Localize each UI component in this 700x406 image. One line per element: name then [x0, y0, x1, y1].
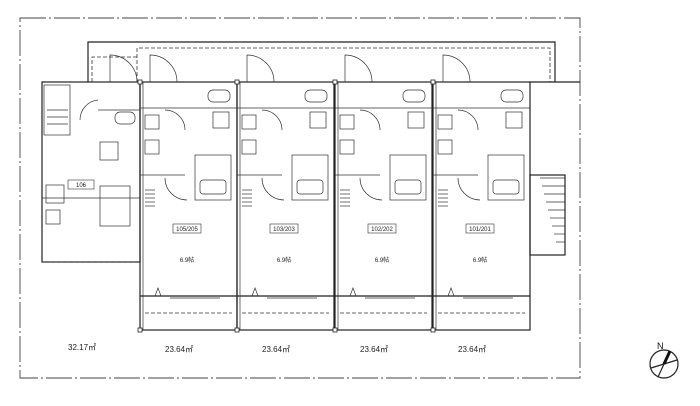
- unit-area: 32.17㎡: [68, 343, 96, 352]
- toilet-icon: [304, 89, 328, 103]
- stairs: [43, 84, 71, 136]
- sink-icon: [407, 111, 425, 129]
- eaves-line-left: [91, 56, 137, 82]
- aircon-icon: [251, 287, 259, 297]
- column: [430, 79, 436, 85]
- entry-door[interactable]: [344, 54, 373, 83]
- washer-icon: [45, 209, 61, 225]
- washbasin-icon: [45, 184, 65, 204]
- site-boundary: [19, 17, 581, 379]
- column: [137, 79, 143, 85]
- column: [234, 79, 240, 85]
- room-number: 105/205: [176, 227, 198, 233]
- washbasin-icon: [144, 139, 160, 155]
- washer-icon: [241, 114, 257, 130]
- toilet-icon: [207, 89, 231, 103]
- bathtub-basin: [296, 179, 324, 195]
- column: [137, 327, 143, 333]
- unit-105-205: 105/205 6.9帖 23.64㎡: [137, 54, 238, 354]
- end-unit-106: 106 32.17㎡: [41, 54, 141, 352]
- toilet-icon: [402, 89, 426, 103]
- room-label-box: [465, 223, 495, 234]
- aircon-icon: [349, 287, 357, 297]
- washbasin-icon: [339, 139, 355, 155]
- sink-icon: [212, 111, 230, 129]
- washer-icon: [339, 114, 355, 130]
- column: [332, 79, 338, 85]
- upper-outline: [87, 41, 556, 82]
- room-size: 6.9帖: [180, 256, 194, 264]
- north-arrow-icon: N: [649, 341, 679, 379]
- exterior-stairs: [529, 174, 566, 256]
- door-swing: [457, 109, 479, 131]
- room-number: 106: [76, 183, 87, 189]
- bathtub-basin: [394, 179, 422, 195]
- compass-north-label: N: [657, 341, 664, 351]
- door-swing: [164, 177, 188, 201]
- washer-icon: [437, 114, 453, 130]
- entry-door[interactable]: [109, 54, 138, 83]
- column: [234, 327, 240, 333]
- room-size: 6.9帖: [375, 256, 389, 264]
- room-label-box: [367, 223, 397, 234]
- door-swing: [261, 109, 283, 131]
- room-number: 101/201: [469, 227, 491, 233]
- bathtub-icon: [291, 154, 329, 201]
- door-swing: [79, 99, 99, 121]
- bathtub-icon: [194, 154, 232, 201]
- eaves-line: [136, 47, 551, 82]
- toilet-icon: [114, 111, 136, 125]
- door-swing: [457, 177, 481, 201]
- aircon-icon: [447, 287, 455, 297]
- bathtub-basin: [492, 179, 520, 195]
- washer-icon: [144, 114, 160, 130]
- aircon-icon: [154, 287, 162, 297]
- unit-103-203: 103/203 6.9帖 23.64㎡: [234, 54, 335, 354]
- toilet-icon: [500, 89, 524, 103]
- entry-door[interactable]: [149, 54, 178, 83]
- bathtub-icon: [487, 154, 525, 201]
- room-label-box: [67, 179, 95, 190]
- washbasin-icon: [437, 139, 453, 155]
- washbasin-icon: [241, 139, 257, 155]
- unit-area: 23.64㎡: [262, 345, 290, 354]
- room-number: 103/203: [273, 227, 295, 233]
- bathtub-basin: [199, 179, 227, 195]
- unit-outline: [334, 81, 433, 331]
- door-swing: [359, 109, 381, 131]
- unit-area: 23.64㎡: [360, 345, 388, 354]
- room-label-box: [172, 223, 202, 234]
- entry-door[interactable]: [246, 54, 275, 83]
- bathtub-icon: [99, 185, 131, 227]
- column: [430, 327, 436, 333]
- unit-102-202: 102/202 6.9帖 23.64㎡: [332, 54, 433, 354]
- room-size: 6.9帖: [473, 256, 487, 264]
- door-swing: [261, 177, 285, 201]
- unit-outline: [236, 81, 335, 331]
- room-size: 6.9帖: [277, 256, 291, 264]
- column: [332, 327, 338, 333]
- sink-icon: [505, 111, 523, 129]
- sink-icon: [309, 111, 327, 129]
- door-swing: [164, 109, 186, 131]
- entry-door[interactable]: [442, 54, 471, 83]
- room-number: 102/202: [371, 227, 393, 233]
- room-label-box: [269, 223, 299, 234]
- door-swing: [359, 177, 383, 201]
- sink-icon: [99, 141, 119, 161]
- unit-101-201: 101/201 6.9帖 23.64㎡: [430, 54, 531, 354]
- bathtub-icon: [389, 154, 427, 201]
- unit-area: 23.64㎡: [165, 345, 193, 354]
- unit-area: 23.64㎡: [458, 345, 486, 354]
